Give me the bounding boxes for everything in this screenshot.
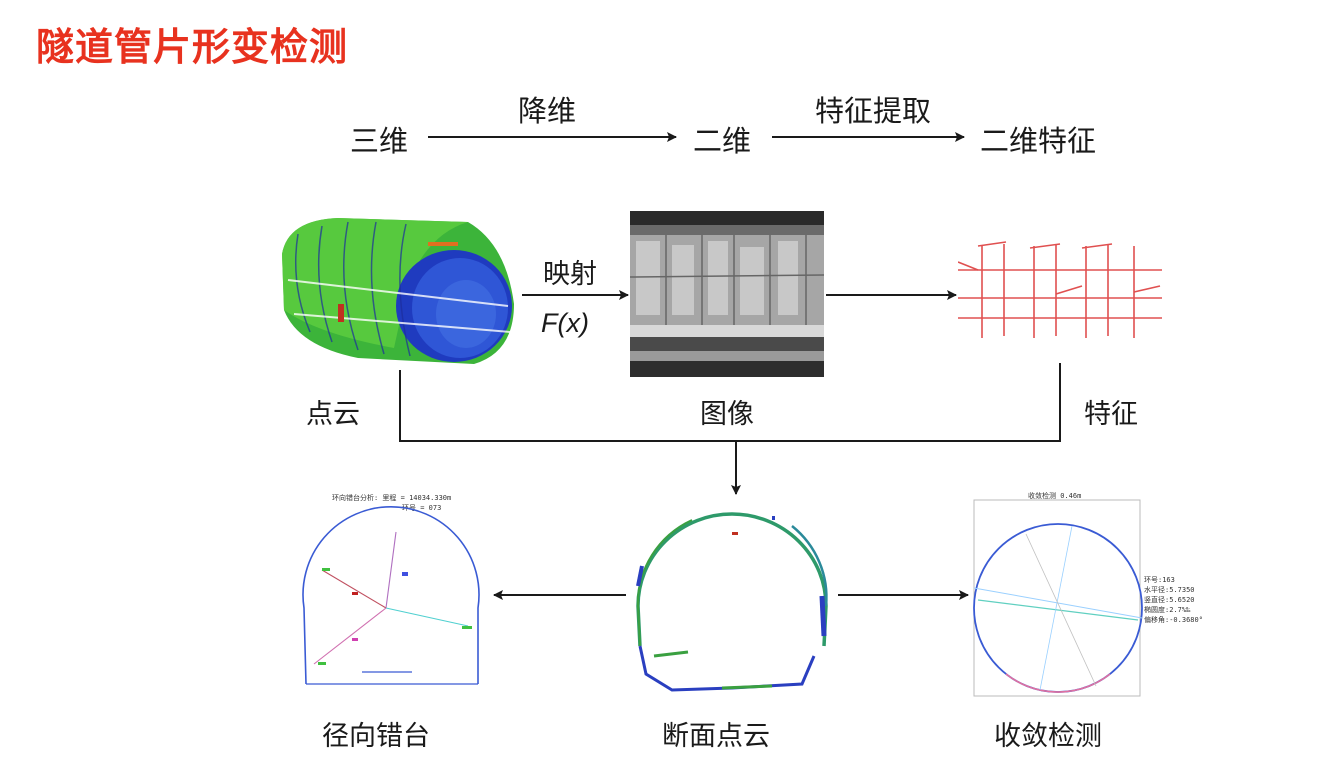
- point-cloud-figure: [278, 214, 518, 370]
- label-section: 断面点云: [662, 714, 770, 753]
- label-mapping: 映射: [543, 252, 597, 291]
- convergence-figure: 收敛检测 0.46m 环号:163 水平径:5.7350 竖直径:5.6520 …: [966, 490, 1206, 700]
- svg-text:环向错台分析: 里程 = 14034.330m: 环向错台分析: 里程 = 14034.330m: [332, 493, 451, 502]
- svg-text:椭圆度:2.7%‰: 椭圆度:2.7%‰: [1144, 605, 1191, 614]
- svg-text:偏移角:-0.3680°: 偏移角:-0.3680°: [1144, 615, 1203, 624]
- label-feature: 特征: [1084, 392, 1138, 431]
- label-point-cloud: 点云: [306, 392, 360, 431]
- svg-text:竖直径:5.6520: 竖直径:5.6520: [1144, 595, 1195, 604]
- label-convergence: 收敛检测: [994, 714, 1102, 753]
- section-point-cloud-figure: [632, 496, 832, 696]
- label-mapping-function: F(x): [541, 308, 589, 339]
- svg-text:收敛检测 0.46m: 收敛检测 0.46m: [1028, 491, 1081, 500]
- radial-misalignment-figure: 环向错台分析: 里程 = 14034.330m 环号 = 073: [292, 488, 492, 694]
- svg-text:环号:163: 环号:163: [1144, 576, 1175, 584]
- feature-lines-figure: [958, 240, 1162, 340]
- unrolled-image: [630, 211, 824, 377]
- label-radial: 径向错台: [322, 714, 430, 753]
- label-image: 图像: [700, 392, 754, 431]
- svg-text:水平径:5.7350: 水平径:5.7350: [1144, 585, 1195, 594]
